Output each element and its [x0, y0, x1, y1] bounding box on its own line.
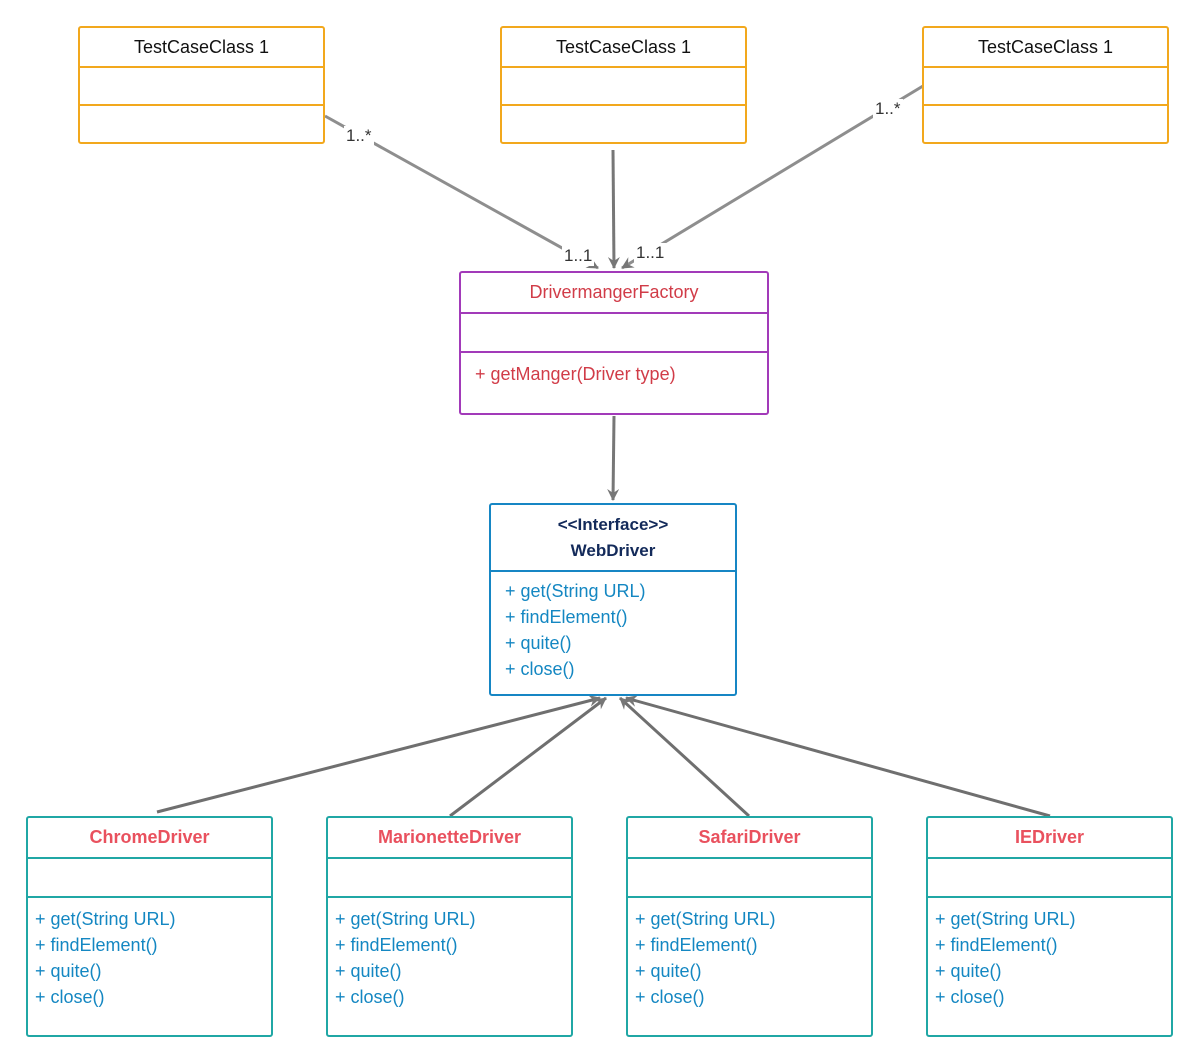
driver-class-safari[interactable]: SafariDriver + get(String URL) + findEle…: [626, 816, 873, 1037]
class-name: TestCaseClass 1: [555, 36, 692, 57]
operation-item: + quite(): [35, 961, 102, 981]
operation-item: + quite(): [635, 961, 702, 981]
operations-section: + get(String URL) + findElement() + quit…: [328, 896, 571, 1010]
driver-class-ie[interactable]: IEDriver + get(String URL) + findElement…: [926, 816, 1173, 1037]
operation-item: + findElement(): [335, 935, 458, 955]
operations-section: + get(String URL) + findElement() + quit…: [28, 896, 271, 1010]
operation-item: + get(String URL): [935, 909, 1076, 929]
attributes-section: [928, 857, 1171, 896]
operation-item: + quite(): [335, 961, 402, 981]
class-name: TestCaseClass 1: [133, 36, 270, 57]
operations-section: [80, 104, 323, 140]
operation-item: + close(): [505, 659, 575, 679]
operation-item: + getManger(Driver type): [475, 364, 676, 384]
operation-item: + quite(): [505, 633, 572, 653]
connector-chrome-to-interface: [156, 694, 601, 814]
multiplicity-left-target: 1..1: [562, 246, 595, 266]
operation-item: + close(): [35, 987, 105, 1007]
attributes-section: [628, 857, 871, 896]
class-name: IEDriver: [1014, 827, 1085, 847]
operations-section: + get(String URL) + findElement() + quit…: [491, 570, 735, 682]
operation-item: + close(): [935, 987, 1005, 1007]
operations-section: [502, 104, 745, 140]
test-case-class-center[interactable]: TestCaseClass 1: [500, 26, 747, 144]
attributes-section: [502, 66, 745, 104]
class-name: DrivermangerFactory: [529, 282, 699, 302]
multiplicity-right-source: 1..*: [873, 99, 903, 119]
connector-center-testcase-to-factory: [607, 149, 620, 269]
class-name: ChromeDriver: [89, 827, 210, 847]
interface-webdriver[interactable]: <<Interface>> WebDriver + get(String URL…: [489, 503, 737, 696]
attributes-section: [461, 312, 767, 351]
operations-section: [924, 104, 1167, 140]
operations-section: + getManger(Driver type): [461, 351, 767, 387]
operation-item: + findElement(): [35, 935, 158, 955]
operation-item: + findElement(): [505, 607, 628, 627]
multiplicity-left-source: 1..*: [344, 126, 374, 146]
class-name: MarionetteDriver: [377, 827, 522, 847]
class-name: SafariDriver: [698, 827, 801, 847]
attributes-section: [28, 857, 271, 896]
connector-safari-to-interface: [618, 696, 751, 818]
stereotype-label: <<Interface>>: [557, 514, 669, 534]
operation-item: + findElement(): [635, 935, 758, 955]
interface-header: <<Interface>> WebDriver: [491, 505, 735, 570]
attributes-section: [924, 66, 1167, 104]
operation-item: + get(String URL): [35, 909, 176, 929]
attributes-section: [80, 66, 323, 104]
class-name: TestCaseClass 1: [977, 36, 1114, 57]
operation-item: + findElement(): [935, 935, 1058, 955]
connector-marionette-to-interface: [449, 696, 607, 818]
operations-section: + get(String URL) + findElement() + quit…: [628, 896, 871, 1010]
operation-item: + get(String URL): [335, 909, 476, 929]
attributes-section: [328, 857, 571, 896]
connector-factory-to-interface: [607, 415, 620, 501]
operation-item: + quite(): [935, 961, 1002, 981]
test-case-class-left[interactable]: TestCaseClass 1: [78, 26, 325, 144]
operations-section: + get(String URL) + findElement() + quit…: [928, 896, 1171, 1010]
connector-ie-to-interface: [625, 695, 1051, 818]
driver-class-marionette[interactable]: MarionetteDriver + get(String URL) + fin…: [326, 816, 573, 1037]
driver-class-chrome[interactable]: ChromeDriver + get(String URL) + findEle…: [26, 816, 273, 1037]
interface-name: WebDriver: [570, 540, 656, 560]
multiplicity-right-target: 1..1: [634, 243, 667, 263]
operation-item: + close(): [635, 987, 705, 1007]
operation-item: + get(String URL): [505, 581, 646, 601]
test-case-class-right[interactable]: TestCaseClass 1: [922, 26, 1169, 144]
operation-item: + get(String URL): [635, 909, 776, 929]
operation-item: + close(): [335, 987, 405, 1007]
factory-class[interactable]: DrivermangerFactory + getManger(Driver t…: [459, 271, 769, 415]
connector-right-testcase-to-factory: [621, 84, 924, 270]
